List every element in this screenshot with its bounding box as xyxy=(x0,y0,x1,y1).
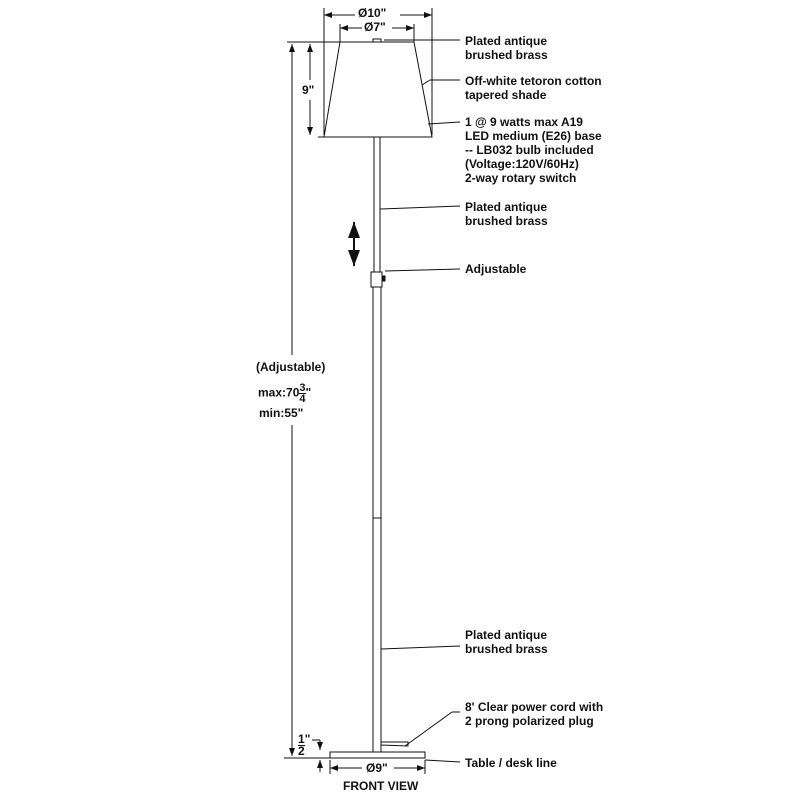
lamp-base xyxy=(329,751,426,759)
dim-base-den: 2 xyxy=(298,744,305,758)
finial xyxy=(372,38,382,43)
lamp-shade xyxy=(323,41,433,138)
dim-height-max-num: 3 xyxy=(299,382,306,394)
dim-height-max-prefix: max:70 xyxy=(258,385,300,400)
callout-adjustable: Adjustable xyxy=(465,262,527,276)
callout-power-cord: 8' Clear power cord with 2 prong polariz… xyxy=(465,700,604,728)
callout-lower-pole: Plated antique brushed brass xyxy=(465,628,548,656)
adjustable-joint xyxy=(370,271,383,288)
callout-bulb: 1 @ 9 watts max A19 LED medium (E26) bas… xyxy=(465,115,602,185)
callout-shade-finial: Plated antique brushed brass xyxy=(465,34,548,62)
callout-upper-pole: Plated antique brushed brass xyxy=(465,200,548,228)
dim-height-min: min:55" xyxy=(259,406,304,420)
dim-shade-inner-width: Ø7" xyxy=(364,20,386,34)
view-label: FRONT VIEW xyxy=(343,779,419,793)
dim-shade-top-width: Ø10" xyxy=(358,6,387,20)
dim-base-num: 1 xyxy=(298,732,305,746)
dim-height-max-den: 4 xyxy=(299,393,306,405)
callout-shade: Off-white tetoron cotton tapered shade xyxy=(465,74,602,102)
callout-table-line: Table / desk line xyxy=(465,756,557,770)
dim-base-unit: " xyxy=(304,732,311,746)
dim-shade-height: 9" xyxy=(302,83,315,97)
dim-base-width: Ø9" xyxy=(366,761,388,775)
dim-height-max-unit: " xyxy=(305,385,312,400)
dim-height-label: (Adjustable) xyxy=(256,360,326,374)
